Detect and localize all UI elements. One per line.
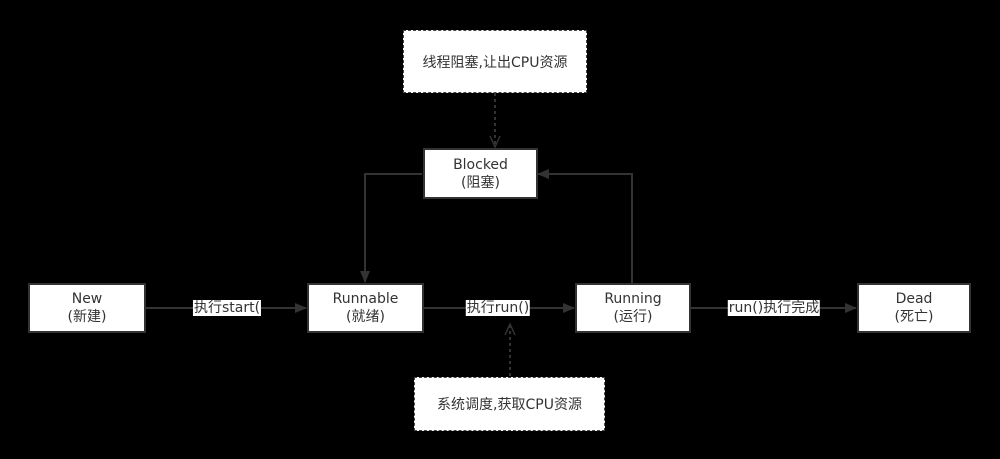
state-new-cn: (新建) [67, 309, 107, 325]
state-new: New (新建) [28, 283, 146, 333]
state-runnable-name: Runnable [332, 291, 399, 307]
state-runnable: Runnable (就绪) [307, 283, 424, 333]
state-dead-name: Dead [895, 291, 933, 307]
state-blocked: Blocked (阻塞) [423, 148, 538, 199]
state-running-name: Running [604, 291, 662, 307]
edge-label-run: 执行run() [465, 300, 531, 316]
note-top-text: 线程阻塞,让出CPU资源 [422, 54, 568, 71]
edge-label-start: 执行start( [192, 300, 262, 316]
note-top-thread-blocked: 线程阻塞,让出CPU资源 [403, 30, 587, 93]
state-runnable-cn: (就绪) [346, 309, 385, 325]
edge-label-run-complete: run()执行完成 [727, 300, 821, 316]
state-running: Running (运行) [575, 283, 691, 333]
state-blocked-name: Blocked [453, 156, 508, 173]
state-running-cn: (运行) [613, 309, 653, 325]
note-bottom-text: 系统调度,获取CPU资源 [437, 397, 582, 413]
state-new-name: New [71, 291, 103, 307]
edge-blocked-to-runnable [360, 173, 422, 283]
note-bottom-system-schedule: 系统调度,获取CPU资源 [414, 377, 605, 431]
state-dead-cn: (死亡) [894, 309, 934, 325]
state-dead: Dead (死亡) [857, 283, 971, 333]
edge-running-to-blocked [537, 169, 633, 283]
state-blocked-cn: (阻塞) [461, 174, 500, 191]
